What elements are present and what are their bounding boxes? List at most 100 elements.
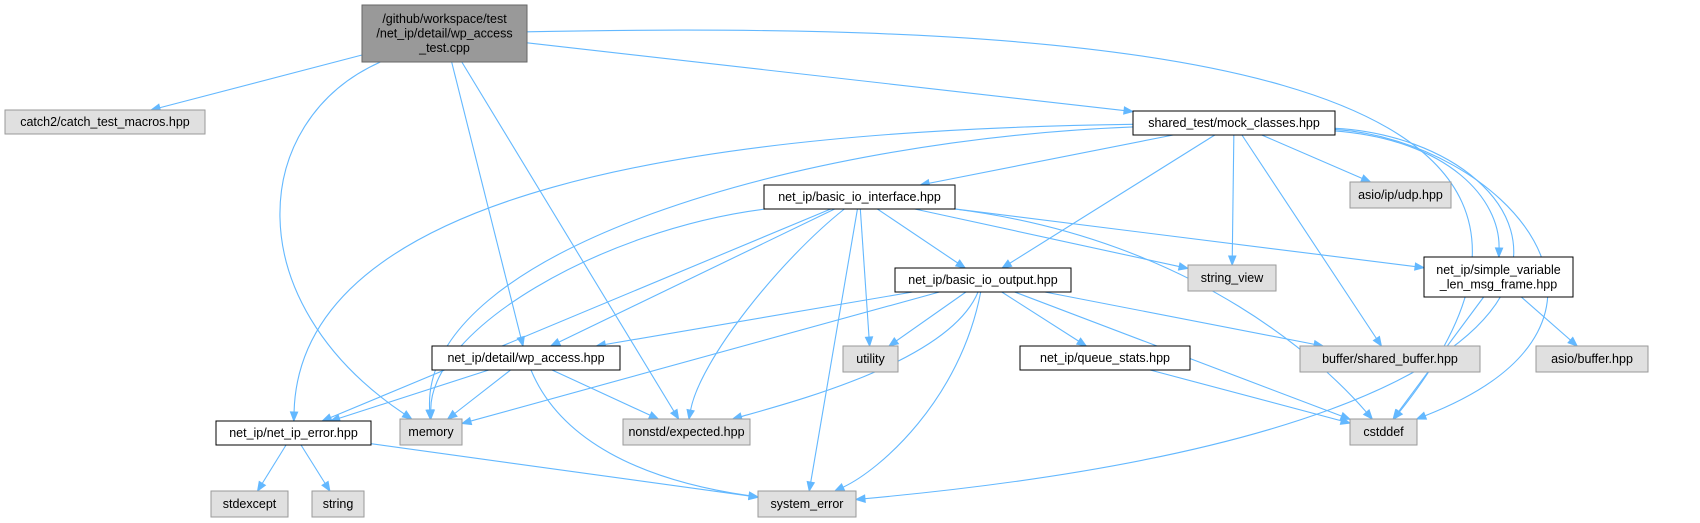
edge-arrowhead bbox=[669, 408, 680, 421]
edge-arrowhead bbox=[686, 408, 695, 421]
node-box bbox=[757, 490, 857, 518]
edge-arrowhead bbox=[1339, 416, 1352, 425]
edge-arrowhead bbox=[256, 480, 267, 493]
edge-basic_io_output-to-shared_buffer bbox=[1044, 291, 1325, 349]
node-box bbox=[894, 267, 1072, 293]
edge-line bbox=[1231, 134, 1235, 266]
edge-line bbox=[461, 291, 940, 424]
edge-line bbox=[1001, 291, 1087, 347]
edge-line bbox=[859, 208, 871, 347]
edge-basic_io_iface-to-wp_access bbox=[549, 208, 835, 347]
edge-arrowhead bbox=[289, 411, 299, 423]
edge-line bbox=[888, 291, 967, 347]
node-label-line: system_error bbox=[771, 497, 844, 511]
node-box bbox=[763, 184, 956, 210]
node-box bbox=[842, 345, 899, 373]
edge-arrowhead bbox=[1227, 255, 1237, 267]
edge-mock-to-cstddef bbox=[1334, 128, 1549, 420]
edge-mock-to-asio_udp bbox=[1261, 134, 1372, 183]
node-label-line: net_ip/detail/wp_access.hpp bbox=[447, 351, 604, 365]
node-root[interactable]: /github/workspace/test/net_ip/detail/wp_… bbox=[361, 4, 528, 63]
edge-line bbox=[293, 123, 1134, 413]
edge-line bbox=[1150, 369, 1351, 424]
node-string-view: string_view bbox=[1187, 264, 1277, 292]
edge-arrowhead bbox=[401, 410, 413, 420]
edge-arrowhead bbox=[321, 413, 333, 422]
edge-basic_io_iface-to-expected bbox=[686, 208, 845, 421]
edge-line bbox=[279, 61, 405, 415]
edge-root-to-mock bbox=[526, 42, 1135, 115]
node-simple-var[interactable]: net_ip/simple_variable_len_msg_frame.hpp bbox=[1423, 256, 1574, 298]
edge-mock-to-string_view bbox=[1227, 134, 1237, 267]
edge-line bbox=[741, 291, 979, 418]
edge-line bbox=[690, 208, 845, 411]
node-box bbox=[361, 4, 528, 63]
edge-basic_io_iface-to-basic_io_output bbox=[877, 208, 967, 269]
edge-arrowhead bbox=[1567, 336, 1579, 347]
edge-basic_io_output-to-utility bbox=[887, 291, 967, 347]
edge-arrowhead bbox=[1359, 174, 1372, 183]
edge-mock-to-net_ip_error bbox=[289, 123, 1134, 423]
node-label-line: utility bbox=[856, 352, 885, 366]
edge-basic_io_iface-to-net_ip_error bbox=[321, 208, 831, 422]
node-label-line: net_ip/simple_variable bbox=[1436, 263, 1560, 277]
node-label-line: stdexcept bbox=[223, 497, 277, 511]
edge-arrowhead bbox=[747, 491, 760, 501]
edge-arrowhead bbox=[854, 494, 866, 503]
edge-line bbox=[461, 61, 680, 420]
node-box bbox=[210, 490, 289, 518]
edge-arrowhead bbox=[647, 411, 660, 420]
edge-line bbox=[150, 54, 363, 111]
node-queue-stats[interactable]: net_ip/queue_stats.hpp bbox=[1019, 345, 1191, 371]
node-box bbox=[399, 418, 463, 446]
edge-line bbox=[430, 208, 766, 411]
node-string: string bbox=[311, 490, 365, 518]
edge-line bbox=[551, 369, 659, 420]
node-label-line: net_ip/queue_stats.hpp bbox=[1040, 351, 1170, 365]
edge-basic_io_iface-to-string_view bbox=[914, 208, 1190, 271]
edge-line bbox=[526, 42, 1134, 113]
node-utility: utility bbox=[842, 345, 899, 373]
node-label-line: shared_test/mock_classes.hpp bbox=[1148, 116, 1320, 130]
node-expected: nonstd/expected.hpp bbox=[622, 418, 751, 446]
edges-layer bbox=[149, 29, 1579, 503]
edge-line bbox=[1520, 296, 1578, 347]
node-box bbox=[431, 345, 621, 371]
node-cstddef: cstddef bbox=[1349, 418, 1418, 446]
edge-line bbox=[596, 291, 913, 347]
edge-basic_io_output-to-system_error bbox=[833, 291, 982, 492]
edge-arrowhead bbox=[1414, 262, 1426, 271]
node-box bbox=[215, 420, 372, 446]
edge-arrowhead bbox=[1392, 408, 1403, 421]
node-mock[interactable]: shared_test/mock_classes.hpp bbox=[1132, 110, 1336, 136]
edge-line bbox=[954, 208, 1425, 269]
edge-line bbox=[530, 369, 750, 497]
edge-arrowhead bbox=[1123, 106, 1135, 115]
edge-root-to-expected bbox=[461, 61, 680, 421]
node-basic-io-output[interactable]: net_ip/basic_io_output.hpp bbox=[894, 267, 1072, 293]
node-basic-io-iface[interactable]: net_ip/basic_io_interface.hpp bbox=[763, 184, 956, 210]
edge-line bbox=[370, 443, 759, 498]
edge-net_ip_error-to-stdexcept bbox=[256, 444, 287, 493]
edge-arrowhead bbox=[321, 480, 331, 493]
edge-mock-to-basic_io_output bbox=[1001, 134, 1216, 269]
edge-root-to-memory bbox=[279, 61, 413, 420]
node-box bbox=[1349, 181, 1452, 209]
node-box bbox=[1349, 418, 1418, 446]
edge-arrowhead bbox=[549, 337, 562, 347]
edge-line bbox=[954, 208, 1367, 413]
edge-line bbox=[920, 134, 1174, 186]
edge-arrowhead bbox=[446, 409, 458, 420]
edge-basic_io_output-to-memory bbox=[460, 291, 940, 426]
edge-line bbox=[1044, 291, 1324, 347]
edge-basic_io_iface-to-memory bbox=[426, 208, 766, 421]
edge-basic_io_iface-to-simple_var bbox=[954, 208, 1426, 271]
node-label-line: net_ip/basic_io_output.hpp bbox=[908, 273, 1057, 287]
node-net-ip-error[interactable]: net_ip/net_ip_error.hpp bbox=[215, 420, 372, 446]
node-wp-access[interactable]: net_ip/detail/wp_access.hpp bbox=[431, 345, 621, 371]
node-label-line: nonstd/expected.hpp bbox=[628, 425, 744, 439]
edge-arrowhead bbox=[1362, 408, 1374, 421]
edge-net_ip_error-to-string bbox=[300, 444, 331, 493]
edge-arrowhead bbox=[1494, 247, 1504, 259]
